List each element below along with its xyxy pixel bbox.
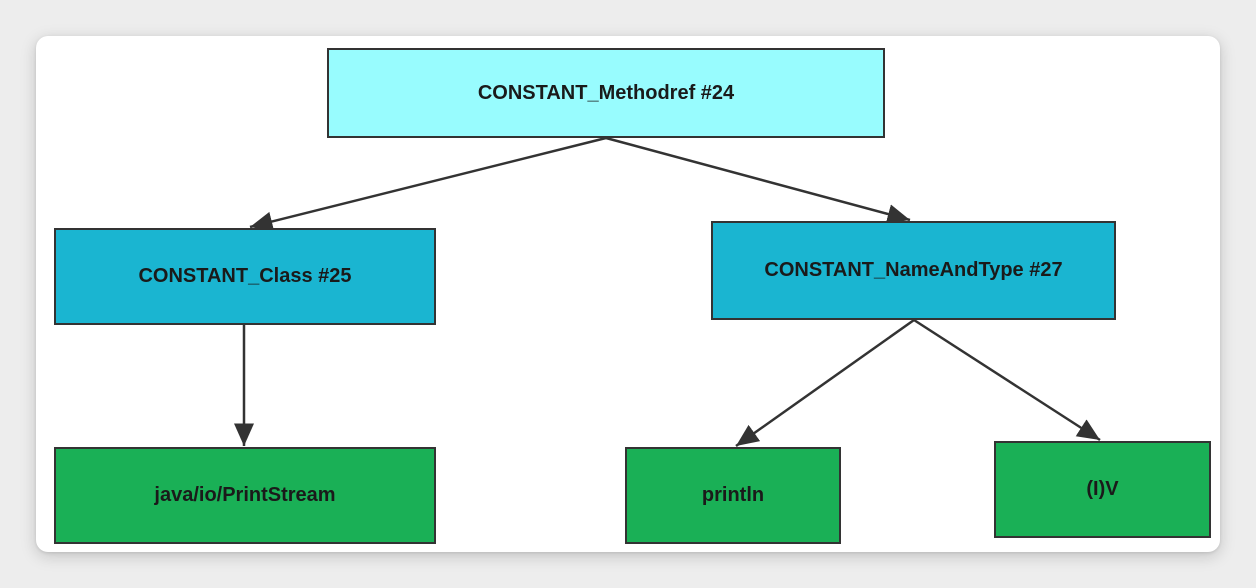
node-constant-nameandtype: CONSTANT_NameAndType #27 <box>711 221 1116 320</box>
node-method-name: println <box>625 447 841 544</box>
edge-methodref-to-nameandtype <box>605 136 911 224</box>
node-constant-nameandtype-label: CONSTANT_NameAndType #27 <box>764 259 1063 281</box>
node-method-name-label: println <box>701 484 765 506</box>
node-constant-class-label: CONSTANT_Class #25 <box>138 265 352 287</box>
node-constant-class: CONSTANT_Class #25 <box>54 228 436 325</box>
edge-methodref-to-class <box>249 136 607 232</box>
node-descriptor: (I)V <box>994 441 1211 538</box>
node-constant-methodref: CONSTANT_Methodref #24 <box>327 48 885 138</box>
node-class-name-label: java/io/PrintStream <box>154 484 336 506</box>
node-descriptor-label: (I)V <box>1086 478 1119 500</box>
edge-nameandtype-to-descriptor <box>913 318 1101 442</box>
edge-nameandtype-to-println <box>735 318 915 448</box>
node-class-name: java/io/PrintStream <box>54 447 436 544</box>
node-constant-methodref-label: CONSTANT_Methodref #24 <box>477 81 735 104</box>
